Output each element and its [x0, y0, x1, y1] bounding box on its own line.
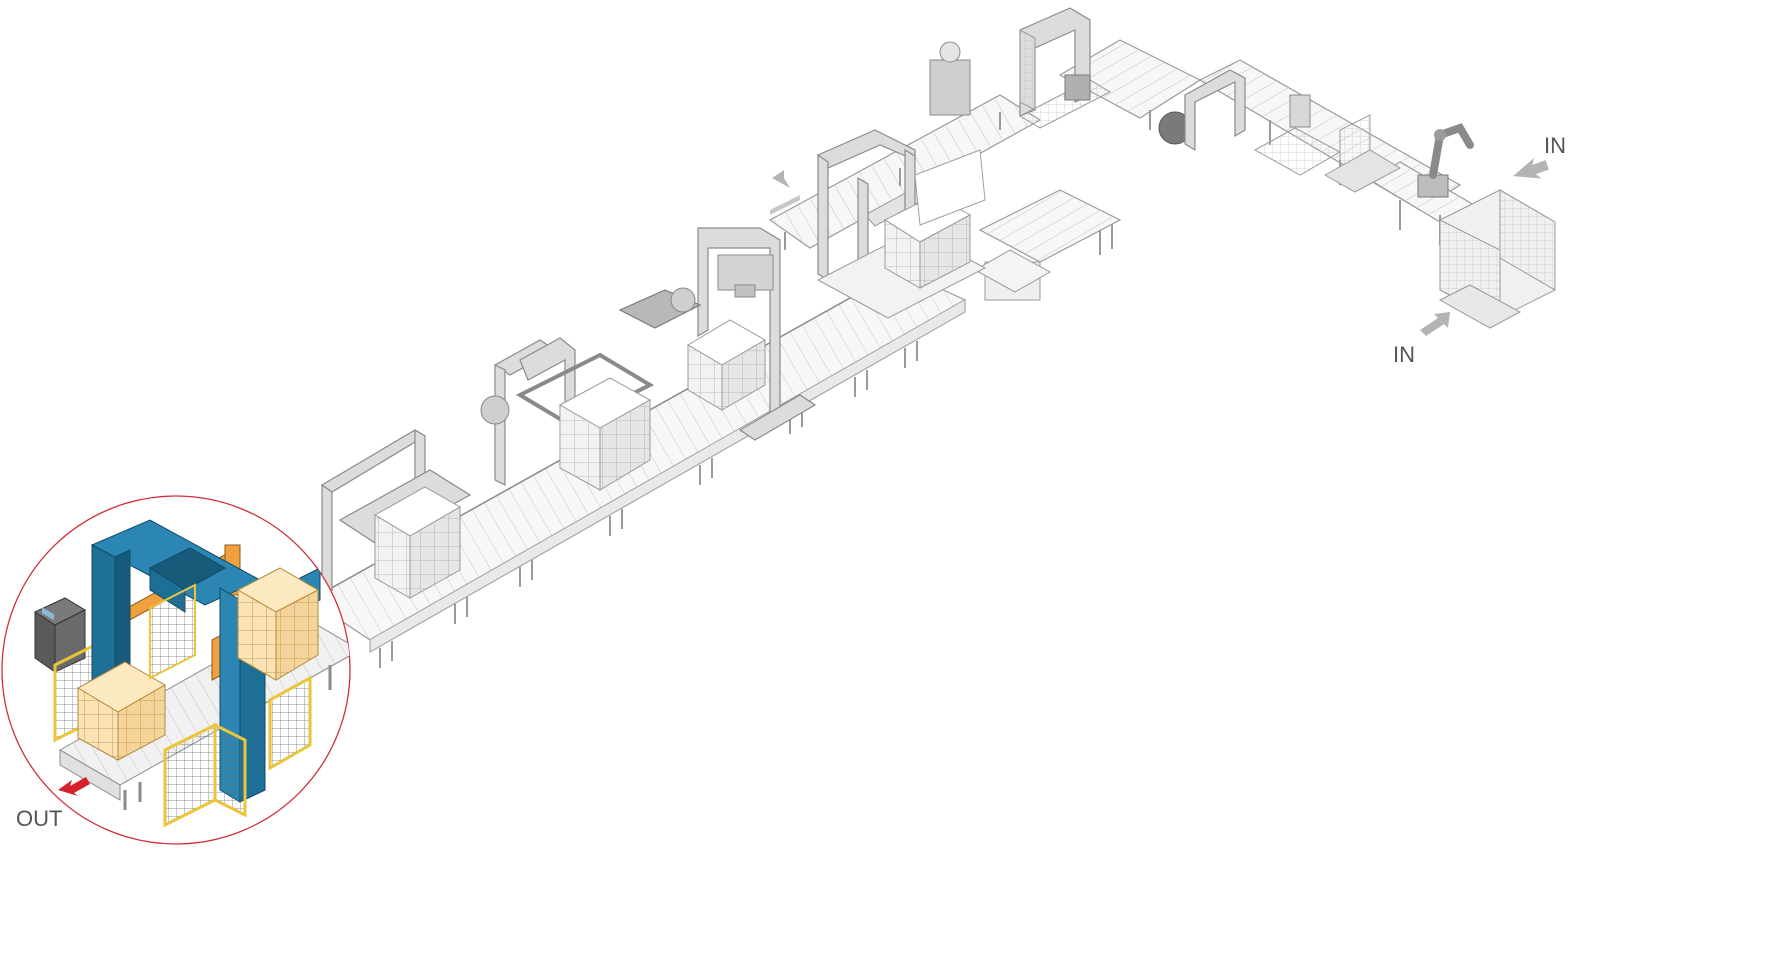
- main-conveyor: [308, 269, 967, 668]
- strapping-frame-station-1: [320, 428, 472, 599]
- palletizer-frame-station-4: [770, 129, 987, 319]
- feed-arrow-icon: [772, 170, 790, 188]
- gantry-station-3: [618, 227, 817, 441]
- out-label: OUT: [16, 806, 62, 831]
- arrow-left-icon: [1513, 157, 1549, 179]
- upper-right-machines: [1158, 69, 1556, 329]
- strapping-machine-station-2: [480, 337, 655, 491]
- safety-fence-front: [149, 583, 312, 828]
- in-bottom-label: IN: [1393, 342, 1415, 367]
- detail-zoom-circle: [1, 495, 351, 845]
- side-conveyor: [973, 189, 1122, 301]
- case-erector-station: [929, 7, 1112, 129]
- pallet-load-upper: [236, 567, 320, 681]
- arrow-up-right-icon: [1420, 312, 1450, 336]
- control-panel: [33, 597, 87, 673]
- in-top-label: IN: [1544, 133, 1566, 158]
- in-top-marker: IN: [1513, 133, 1566, 179]
- out-marker: OUT: [16, 777, 90, 831]
- in-bottom-marker: IN: [1393, 312, 1450, 367]
- top-right-conveyor: [1058, 39, 1502, 245]
- arrow-down-left-icon: [58, 777, 90, 796]
- pallet-load-lower: [76, 661, 167, 761]
